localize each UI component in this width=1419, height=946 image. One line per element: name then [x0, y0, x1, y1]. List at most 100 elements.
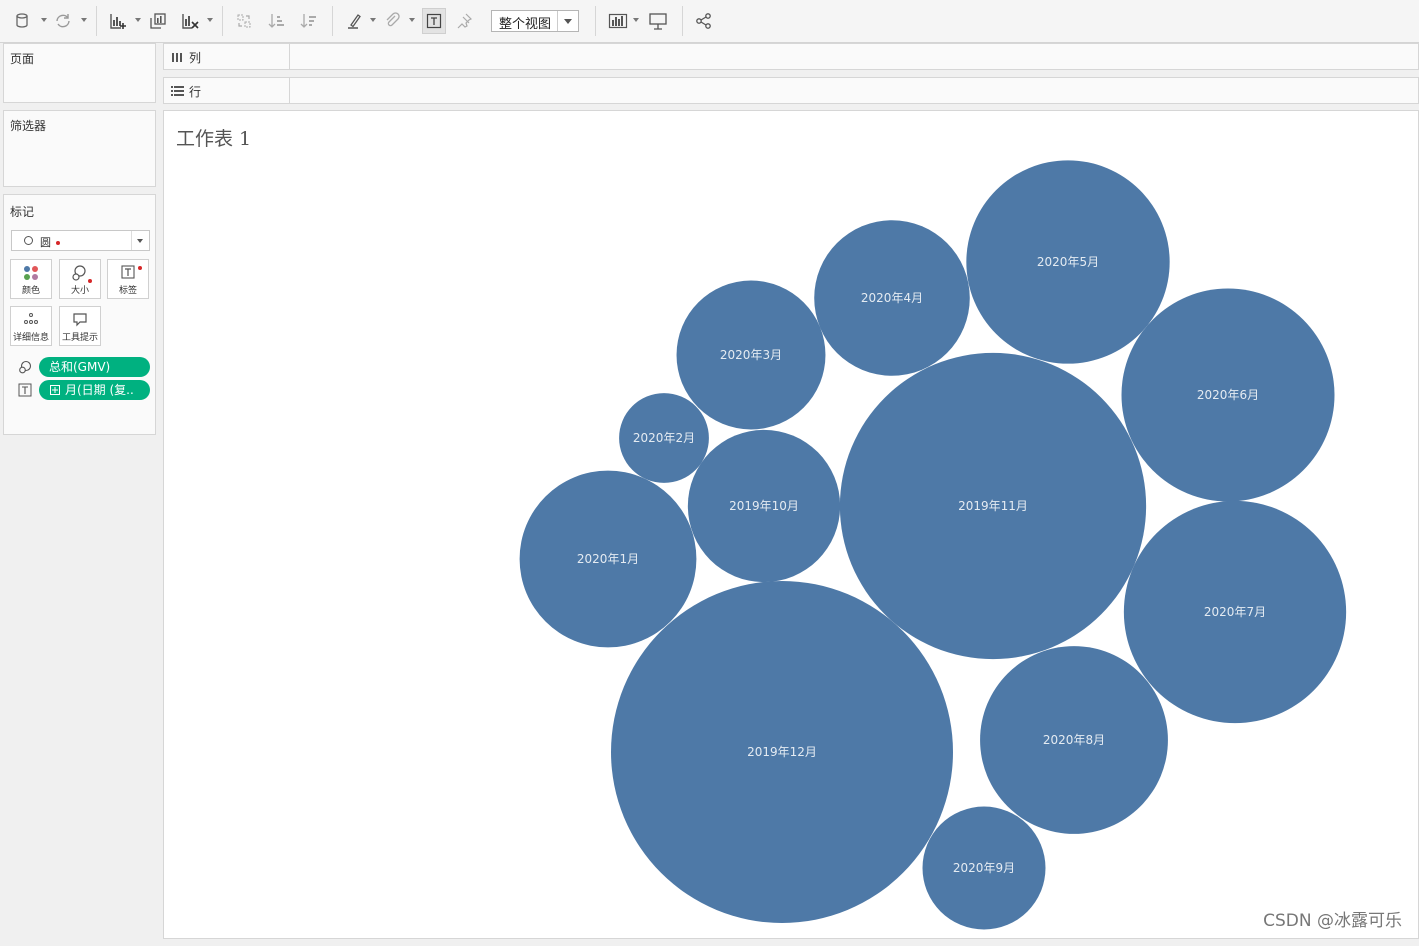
- rows-icon: [171, 86, 184, 96]
- bubble[interactable]: [980, 646, 1168, 834]
- columns-icon: [172, 53, 182, 62]
- toolbar: 整个视图: [0, 0, 1419, 43]
- bubble[interactable]: [687, 429, 841, 583]
- filters-card[interactable]: 筛选器: [3, 110, 156, 187]
- bubble[interactable]: [611, 581, 953, 923]
- share-icon[interactable]: [693, 8, 715, 34]
- refresh-icon[interactable]: [52, 8, 74, 34]
- group-dropdown-icon[interactable]: [409, 18, 415, 22]
- highlight-icon[interactable]: [344, 8, 366, 34]
- columns-shelf-title: 列: [189, 51, 202, 65]
- bubble-label: 2019年11月: [958, 499, 1028, 513]
- mark-type-dropdown[interactable]: 圆: [11, 230, 150, 251]
- marks-card: 标记 圆 颜色 大小 标签 详细信息 工具提示 总和(GMV) 月(日期 (复.…: [3, 194, 156, 435]
- warning-dot-icon: [56, 241, 60, 245]
- pages-card[interactable]: 页面: [3, 43, 156, 103]
- label-field-pill[interactable]: 月(日期 (复..: [39, 380, 150, 400]
- toolbar-divider: [682, 6, 683, 36]
- bubble-label: 2020年9月: [953, 861, 1015, 875]
- detail-button[interactable]: 详细信息: [10, 306, 52, 346]
- size-button-label: 大小: [70, 286, 89, 296]
- bubble[interactable]: [1121, 288, 1335, 502]
- bubble-label: 2020年4月: [861, 291, 923, 305]
- pages-card-title: 页面: [10, 52, 35, 66]
- bubble-label: 2019年12月: [747, 745, 817, 759]
- bubble[interactable]: [519, 470, 697, 648]
- detail-button-label: 详细信息: [12, 333, 49, 343]
- datasource-icon[interactable]: [12, 8, 34, 34]
- bubble[interactable]: [839, 352, 1147, 660]
- clear-sheet-icon[interactable]: [178, 8, 202, 34]
- datasource-dropdown-icon[interactable]: [41, 18, 47, 22]
- detail-dots-icon: [24, 313, 38, 324]
- sort-ascending-icon[interactable]: [266, 8, 288, 34]
- bubble-label: 2020年7月: [1204, 605, 1266, 619]
- bubble[interactable]: [922, 806, 1046, 930]
- duplicate-sheet-icon[interactable]: [146, 8, 170, 34]
- rows-shelf-label: 行: [164, 78, 290, 103]
- tooltip-button-label: 工具提示: [61, 333, 98, 343]
- size-icon: [19, 360, 32, 374]
- bubble[interactable]: [814, 220, 970, 376]
- bubble[interactable]: [619, 393, 709, 483]
- bubble[interactable]: [966, 160, 1170, 364]
- marks-card-title: 标记: [10, 205, 35, 219]
- new-worksheet-icon[interactable]: [106, 8, 130, 34]
- new-worksheet-dropdown-icon[interactable]: [135, 18, 141, 22]
- mark-type-label: 圆: [40, 236, 51, 249]
- columns-shelf[interactable]: 列: [163, 43, 1419, 70]
- pin-icon[interactable]: [454, 8, 476, 34]
- show-me-icon[interactable]: [606, 8, 630, 34]
- sort-descending-icon[interactable]: [298, 8, 320, 34]
- text-label-icon: [121, 265, 135, 279]
- text-label-icon: [18, 383, 32, 397]
- presentation-icon[interactable]: [646, 8, 670, 34]
- label-button-label: 标签: [118, 286, 137, 296]
- color-button-label: 颜色: [21, 286, 40, 296]
- toolbar-divider: [222, 6, 223, 36]
- size-button[interactable]: 大小: [59, 259, 101, 299]
- swap-icon[interactable]: [233, 8, 255, 34]
- fit-dropdown[interactable]: 整个视图: [491, 10, 579, 32]
- fit-label: 整个视图: [499, 17, 552, 32]
- sheet-title[interactable]: 工作表 1: [176, 128, 252, 150]
- bubble-label: 2020年3月: [720, 348, 782, 362]
- expand-plus-icon[interactable]: [50, 385, 60, 395]
- group-icon[interactable]: [382, 8, 404, 34]
- clear-sheet-dropdown-icon[interactable]: [207, 18, 213, 22]
- rows-shelf[interactable]: 行: [163, 77, 1419, 104]
- columns-shelf-label: 列: [164, 44, 290, 69]
- tooltip-button[interactable]: 工具提示: [59, 306, 101, 346]
- chevron-down-icon[interactable]: [557, 11, 578, 31]
- packed-bubble-chart: 2019年10月 2019年11月 2019年12月 2020年1月 2020年2月 20…: [519, 160, 1347, 930]
- rows-shelf-title: 行: [189, 85, 202, 99]
- color-palette-icon: [24, 266, 38, 280]
- bubble[interactable]: [676, 280, 826, 430]
- bubble-label: 2020年8月: [1043, 733, 1105, 747]
- toolbar-divider: [96, 6, 97, 36]
- warning-dot-icon: [88, 279, 92, 283]
- bubble-label: 2020年6月: [1197, 388, 1259, 402]
- show-me-dropdown-icon[interactable]: [633, 18, 639, 22]
- size-icon: [72, 265, 86, 281]
- bubble-label: 2020年2月: [633, 431, 695, 445]
- label-toggle-icon[interactable]: [422, 8, 446, 34]
- watermark: CSDN @冰露可乐: [1263, 911, 1402, 931]
- chevron-down-icon[interactable]: [131, 231, 149, 250]
- refresh-dropdown-icon[interactable]: [81, 18, 87, 22]
- bubble[interactable]: [1123, 500, 1347, 724]
- label-button[interactable]: 标签: [107, 259, 149, 299]
- bubble-label: 2019年10月: [729, 499, 799, 513]
- color-button[interactable]: 颜色: [10, 259, 52, 299]
- highlight-dropdown-icon[interactable]: [370, 18, 376, 22]
- toolbar-divider: [595, 6, 596, 36]
- worksheet-view: 工作表 1 2019年10月 2019年11月 2019年12月 2020年1月 202…: [163, 110, 1419, 939]
- bubble-label: 2020年5月: [1037, 255, 1099, 269]
- tooltip-icon: [73, 313, 87, 327]
- circle-mark-icon: [24, 236, 33, 245]
- size-field-pill[interactable]: 总和(GMV): [39, 357, 150, 377]
- toolbar-divider: [332, 6, 333, 36]
- warning-dot-icon: [138, 266, 142, 270]
- bubble-label: 2020年1月: [577, 552, 639, 566]
- filters-card-title: 筛选器: [10, 119, 47, 133]
